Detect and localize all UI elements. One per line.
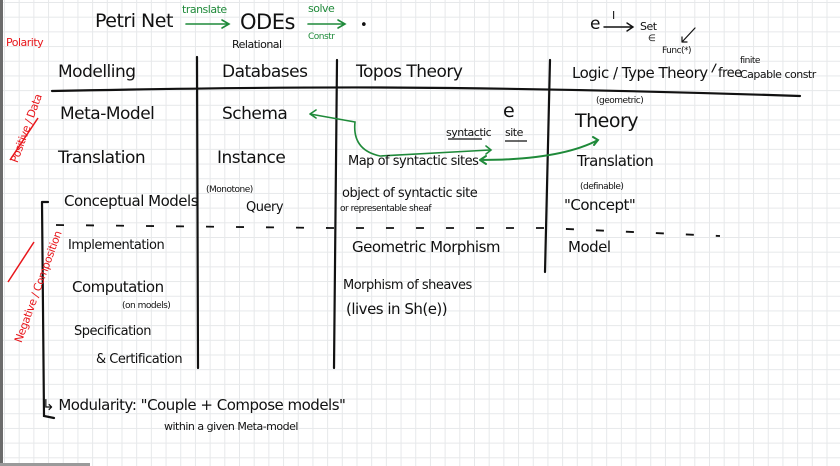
theory-label: Theory bbox=[575, 110, 639, 132]
computation-label: Computation bbox=[72, 278, 164, 296]
theory-map-arrow bbox=[479, 136, 600, 165]
column-databases: Databases bbox=[222, 62, 308, 82]
column-divider-3 bbox=[543, 58, 552, 274]
column-logic: Logic / Type Theory bbox=[572, 64, 708, 82]
translation-label: Translation bbox=[58, 148, 146, 168]
column-divider-1 bbox=[195, 55, 200, 370]
meta-model-label: Meta-Model bbox=[60, 104, 155, 124]
translate-label: translate bbox=[182, 3, 227, 16]
column-divider-2 bbox=[332, 58, 339, 370]
construct-label: Constr bbox=[308, 32, 335, 42]
repr-sheaf-label: or representable sheaf bbox=[340, 204, 432, 214]
solve-label: solve bbox=[308, 2, 335, 15]
relational-label: Relational bbox=[232, 38, 282, 51]
dot-mark: • bbox=[360, 18, 368, 33]
site-symbol: e bbox=[503, 100, 515, 122]
free-label: free bbox=[718, 66, 742, 81]
free-arrow bbox=[711, 63, 717, 73]
model-label: Model bbox=[568, 238, 611, 256]
schema-site-arrow bbox=[309, 109, 493, 157]
definable-label: (definable) bbox=[580, 182, 624, 192]
translate-arrow bbox=[185, 19, 231, 29]
morphism-sheaves-label: Morphism of sheaves bbox=[343, 278, 472, 293]
instance-label: Instance bbox=[217, 148, 286, 168]
polarity-label: Polarity bbox=[6, 36, 44, 49]
func-arrow bbox=[681, 27, 696, 43]
implementation-label: Implementation bbox=[68, 238, 165, 253]
specification-label: Specification bbox=[74, 324, 151, 339]
certification-label: & Certification bbox=[96, 352, 183, 367]
functor-target: Set bbox=[640, 20, 657, 33]
func-label: Func(*) bbox=[662, 46, 692, 56]
header-underline bbox=[50, 86, 802, 98]
column-modelling: Modelling bbox=[58, 62, 136, 82]
functor-arrow bbox=[603, 22, 635, 32]
dashed-divider bbox=[55, 224, 721, 237]
on-models-label: (on models) bbox=[122, 301, 171, 311]
translation-logic-label: Translation bbox=[577, 152, 654, 170]
negative-composition-slash bbox=[7, 241, 35, 283]
solve-arrow bbox=[307, 19, 347, 29]
within-meta-model-note: within a given Meta-model bbox=[164, 420, 298, 433]
bracket-line bbox=[40, 200, 56, 420]
monotone-label: (Monotone) bbox=[206, 185, 253, 195]
schema-label: Schema bbox=[222, 104, 288, 124]
column-topos: Topos Theory bbox=[356, 62, 463, 82]
object-site-label: object of syntactic site bbox=[342, 186, 478, 201]
window-edge bbox=[0, 0, 3, 466]
geometric-morphism-label: Geometric Morphism bbox=[352, 238, 501, 256]
query-label: Query bbox=[246, 200, 284, 215]
concept-label: "Concept" bbox=[564, 196, 636, 214]
syntactic-label: syntactic bbox=[446, 126, 492, 139]
horizontal-scrollbar[interactable] bbox=[0, 463, 90, 466]
conceptual-models-label: Conceptual Models bbox=[64, 192, 199, 210]
map-sites-label: Map of syntactic sites bbox=[348, 154, 479, 169]
modularity-note: ↳ Modularity: "Couple + Compose models" bbox=[42, 396, 346, 414]
petri-net-label: Petri Net bbox=[95, 10, 173, 32]
odes-label: ODEs bbox=[240, 10, 295, 34]
site-label: site bbox=[505, 126, 523, 139]
positive-data-slash bbox=[9, 117, 39, 161]
functor-label: I bbox=[612, 9, 615, 22]
in-symbol: ∈ bbox=[648, 34, 656, 44]
geometric-label: (geometric) bbox=[596, 96, 644, 106]
capable-label: Capable constr bbox=[740, 68, 816, 81]
functor-source: e bbox=[590, 14, 600, 34]
lives-in-label: (lives in Sh(e)) bbox=[346, 300, 448, 318]
finite-label: finite bbox=[740, 56, 760, 66]
